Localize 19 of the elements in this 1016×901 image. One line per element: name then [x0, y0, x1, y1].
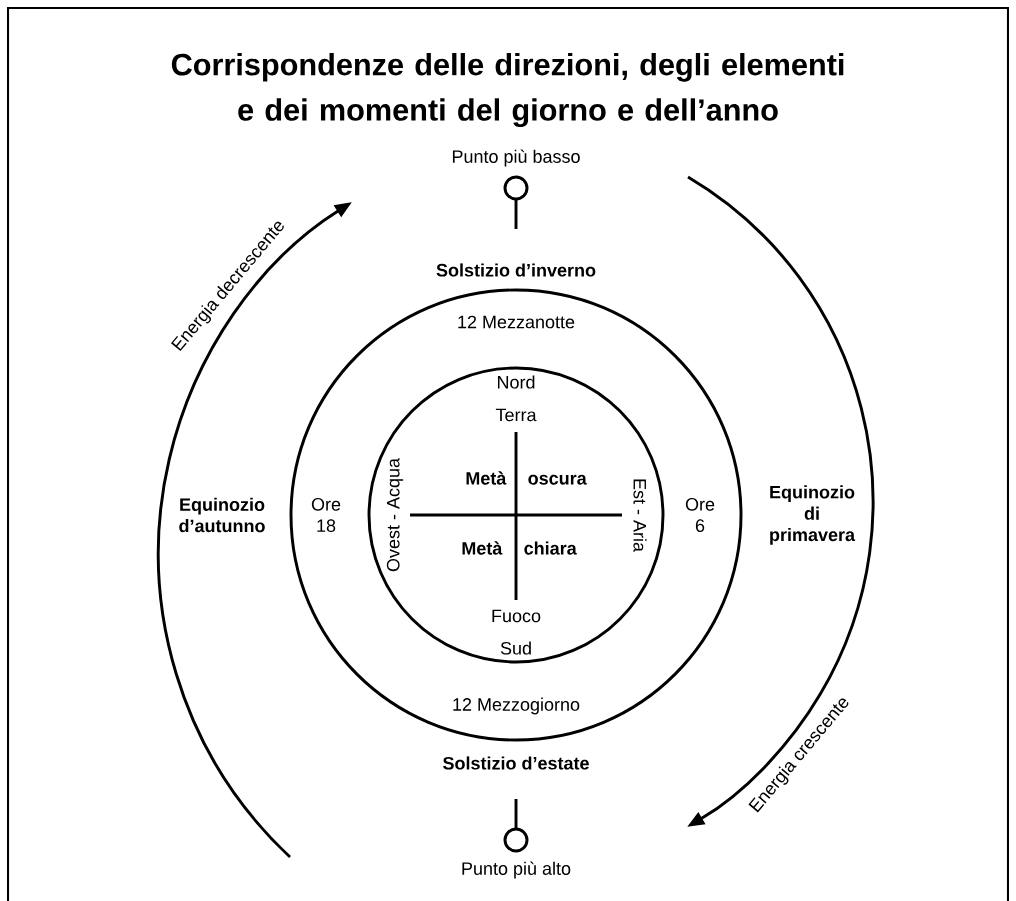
ring-text: 12 Mezzogiorno — [453, 697, 580, 715]
ring-text: Ore 18 — [311, 497, 341, 533]
season-label: Solstizio d’estate — [443, 756, 589, 770]
point-label: Punto più alto — [462, 861, 571, 879]
season-label: Equinozio di primavera — [770, 485, 856, 545]
ring-text: Est - Aria — [633, 479, 647, 552]
season-label: Equinozio d’autunno — [179, 497, 265, 533]
ring-text: Nord — [498, 375, 535, 389]
season-label: Solstizio d’inverno — [436, 263, 596, 277]
ring-text: Metà oscura — [466, 471, 587, 485]
ring-text: Sud — [500, 641, 531, 655]
ring-text: Ore 6 — [685, 497, 715, 533]
ring-text: Terra — [495, 408, 537, 422]
ring-text: Fuoco — [492, 609, 541, 623]
title: Corrispondenze delle direzioni, degli elementi e dei momenti del giorno e dell’anno — [171, 52, 844, 128]
ring-text: Ovest - Acqua — [386, 458, 404, 572]
point-label: Punto più basso — [452, 149, 580, 167]
ring-text: 12 Mezzanotte — [458, 315, 575, 329]
ring-text: Metà chiara — [462, 541, 577, 555]
